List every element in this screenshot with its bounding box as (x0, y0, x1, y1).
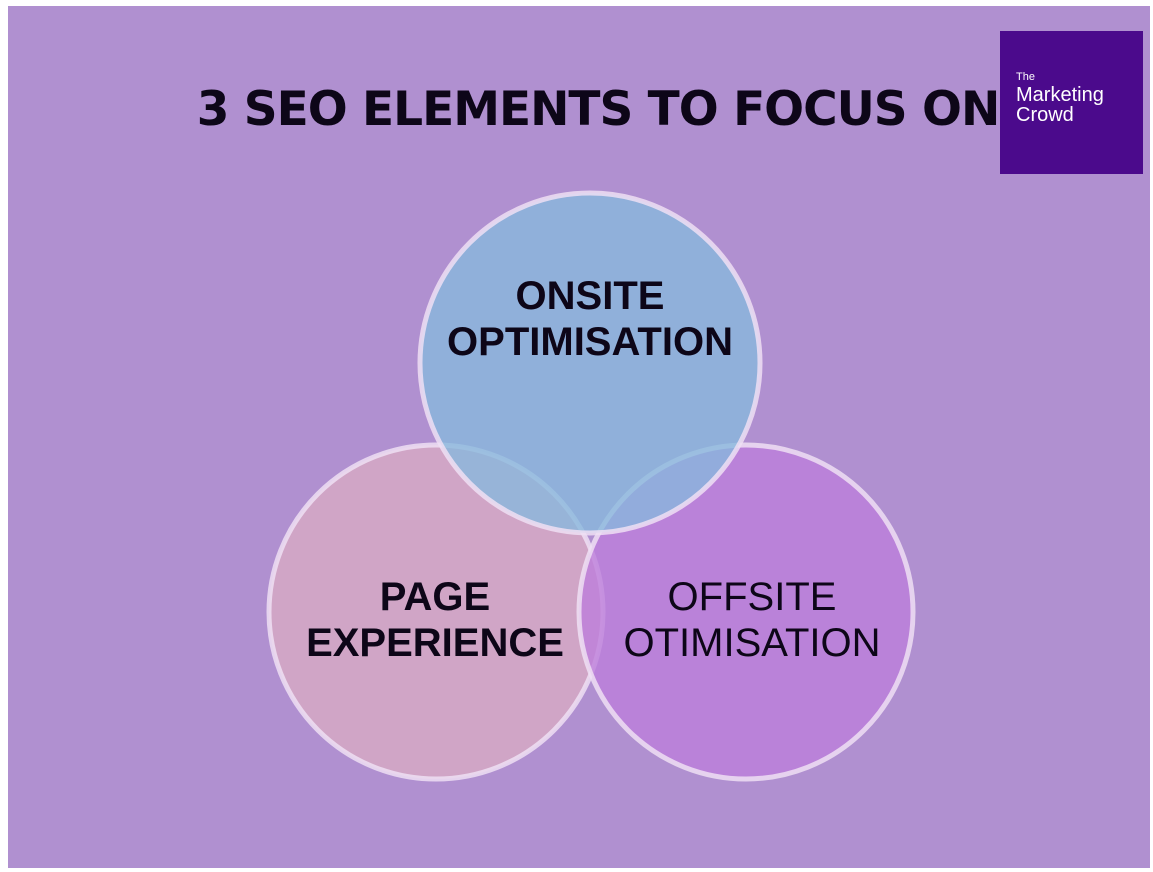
logo-text-crowd: Crowd (1016, 104, 1074, 126)
label-onsite-line2: OPTIMISATION (447, 320, 733, 364)
infographic-canvas: 3 SEO ELEMENTS TO FOCUS ON The Marketing… (8, 6, 1150, 868)
label-offsite-line2: OTIMISATION (623, 621, 880, 665)
logo-text-the: The (1016, 71, 1035, 83)
circle-onsite-optimisation (417, 190, 763, 536)
venn-diagram: ONSITE OPTIMISATION PAGE EXPERIENCE OFFS… (266, 190, 916, 782)
label-page-line2: EXPERIENCE (306, 621, 564, 665)
brand-logo: The Marketing Crowd (1000, 31, 1143, 174)
circle-offsite-optimisation (576, 442, 916, 782)
page-title: 3 SEO ELEMENTS TO FOCUS ON (196, 82, 1001, 137)
label-page-line1: PAGE (380, 575, 490, 619)
label-offsite-line1: OFFSITE (668, 575, 837, 619)
logo-text-marketing: Marketing (1016, 84, 1104, 106)
label-onsite-line1: ONSITE (516, 274, 665, 318)
logo-text-name: Marketing Crowd (1016, 85, 1104, 125)
